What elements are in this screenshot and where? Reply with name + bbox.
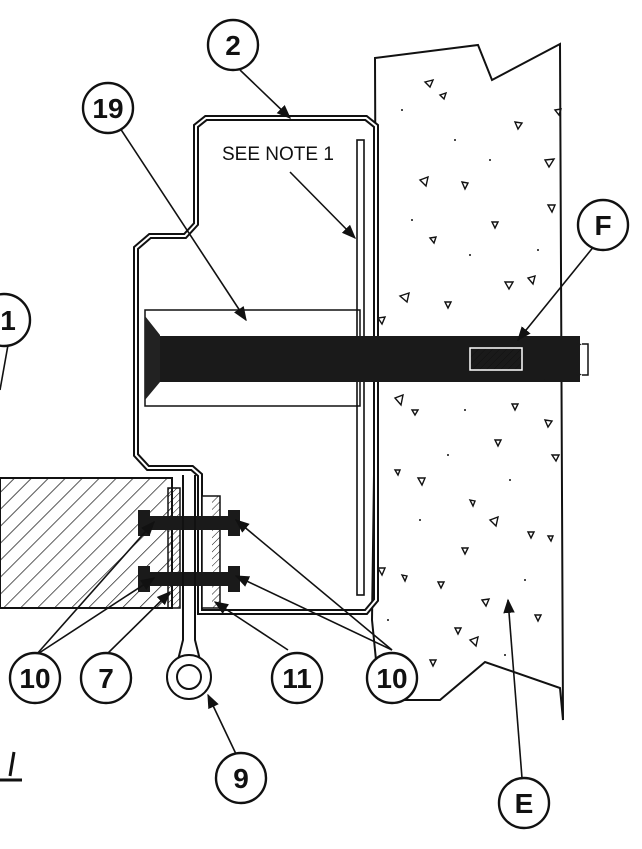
leader-1 [0, 344, 9, 391]
callout-10-right: 10 [365, 651, 419, 705]
note-label: SEE NOTE 1 [222, 144, 334, 165]
callout-9: 9 [214, 751, 268, 805]
callout-1: 1 [0, 292, 32, 348]
leader-10a-1 [35, 520, 155, 656]
callout-10-left: 10 [8, 651, 62, 705]
callout-F: F [576, 198, 630, 252]
callout-1-label: 1 [0, 305, 16, 336]
leader-19 [117, 124, 247, 322]
leader-note [289, 171, 357, 240]
callout-19: 19 [81, 81, 135, 135]
lifting-tab [177, 475, 184, 661]
callout-7-label: 7 [98, 663, 114, 694]
callout-19-label: 19 [92, 93, 123, 124]
leader-10a-2 [35, 577, 156, 656]
callout-9-label: 9 [233, 763, 249, 794]
leader-9 [207, 693, 237, 755]
leader-7 [105, 590, 172, 656]
view-label-fragment [0, 751, 22, 782]
callout-2-label: 2 [225, 30, 241, 61]
leader-lines [0, 69, 596, 779]
leader-10b-1 [234, 519, 393, 651]
callout-10-left-label: 10 [19, 663, 50, 694]
leader-11 [213, 601, 289, 651]
callout-E-label: E [515, 788, 534, 819]
callout-10-right-label: 10 [376, 663, 407, 694]
callout-F-label: F [594, 210, 611, 241]
callout-11-label: 11 [282, 663, 312, 694]
fastener-lower [138, 566, 240, 592]
callout-E: E [497, 776, 551, 830]
callout-7: 7 [79, 651, 133, 705]
callout-2: 2 [206, 18, 260, 72]
clip-assembly [138, 475, 240, 700]
leader-2 [239, 69, 292, 119]
leader-10b-2 [234, 575, 393, 651]
leader-F [517, 244, 596, 342]
callout-11: 11 [270, 651, 324, 705]
concrete-aggregate-marks [376, 78, 563, 668]
anchor-bolt [144, 309, 589, 407]
leader-E [503, 598, 523, 779]
